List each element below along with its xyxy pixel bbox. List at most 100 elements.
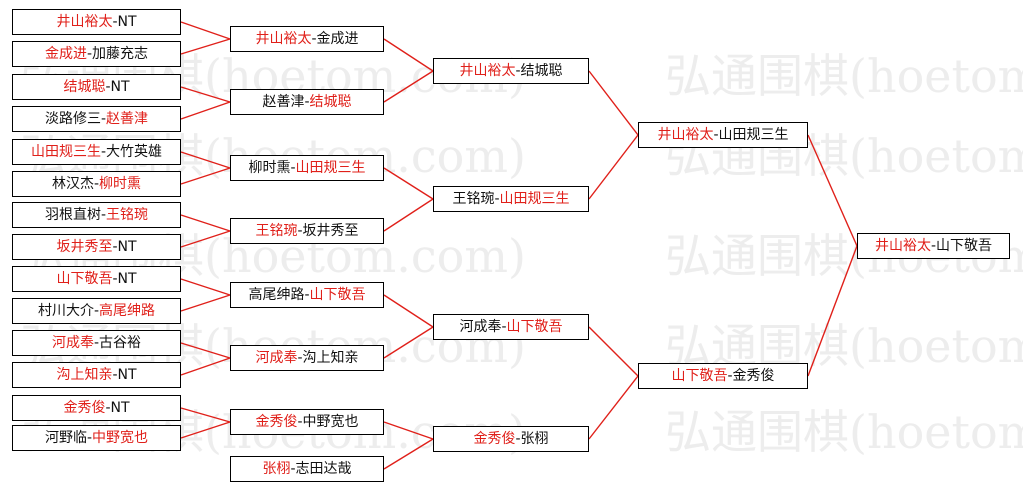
player-name: 坂井秀至 <box>56 239 113 255</box>
player-name: 结城聪 <box>520 63 563 79</box>
connector-line <box>180 167 231 185</box>
match-box: 坂井秀至-NT <box>12 234 181 260</box>
match-box: 金秀俊-张栩 <box>433 426 589 452</box>
connector-line <box>383 294 434 328</box>
match-box: 井山裕太-山田规三生 <box>638 122 808 148</box>
player-name: 大竹英雄 <box>106 144 163 160</box>
connector-line <box>180 421 231 439</box>
vs-separator: - <box>93 176 100 192</box>
match-box: 河成奉-沟上知亲 <box>230 345 384 371</box>
player-name: 山田规三生 <box>718 127 789 143</box>
player-name: 高尾绅路 <box>99 303 156 319</box>
player-name: 坂井秀至 <box>302 223 359 239</box>
vs-separator: - <box>297 350 303 366</box>
player-name: 加藤充志 <box>92 46 149 62</box>
player-name: 林汉杰 <box>51 176 94 192</box>
player-name: 山下敬吾 <box>671 368 728 384</box>
player-name: 河成奉 <box>51 335 94 351</box>
connector-line <box>588 70 639 136</box>
vs-separator: - <box>100 207 107 223</box>
vs-separator: - <box>290 160 296 176</box>
connector-line <box>383 421 434 440</box>
player-name: 高尾绅路 <box>248 287 305 303</box>
player-name: 羽根直树 <box>44 207 101 223</box>
match-box: 河成奉-山下敬吾 <box>433 314 589 340</box>
player-name: 王铭琬 <box>452 191 495 207</box>
vs-separator: - <box>86 46 93 62</box>
player-name: 金成进 <box>316 31 359 47</box>
vs-separator: - <box>727 368 733 384</box>
vs-separator: - <box>713 127 719 143</box>
match-box: 金秀俊-中野宽也 <box>230 409 384 435</box>
connector-line <box>180 151 231 169</box>
vs-separator: - <box>112 239 118 255</box>
player-name: 金秀俊 <box>255 414 298 430</box>
match-box: 淡路修三-赵善津 <box>12 106 181 132</box>
connector-line <box>383 70 434 103</box>
connector-line <box>180 86 231 103</box>
vs-separator: - <box>93 303 100 319</box>
match-box: 金秀俊-NT <box>12 395 181 421</box>
match-box: 结城聪-NT <box>12 74 181 100</box>
match-box: 山田规三生-大竹英雄 <box>12 139 181 165</box>
match-box: 井山裕太-金成进 <box>230 26 384 52</box>
match-box: 山下敬吾-金秀俊 <box>638 363 808 389</box>
connector-line <box>180 101 231 120</box>
player-name: 井山裕太 <box>459 63 516 79</box>
match-box: 河野临-中野宽也 <box>12 425 181 451</box>
connector-line <box>383 438 434 470</box>
player-name: 金秀俊 <box>473 431 516 447</box>
match-box: 王铭琬-山田规三生 <box>433 186 589 212</box>
player-name: 王铭琬 <box>255 223 298 239</box>
vs-separator: - <box>930 238 937 254</box>
match-box: 井山裕太-山下敬吾 <box>857 233 1010 259</box>
vs-separator: - <box>515 431 521 447</box>
match-box: 井山裕太-NT <box>12 9 181 35</box>
connector-line <box>180 294 231 312</box>
player-name: NT <box>110 400 130 416</box>
match-box: 河成奉-古谷裕 <box>12 330 181 356</box>
player-name: 井山裕太 <box>874 238 931 254</box>
vs-separator: - <box>105 79 111 95</box>
connector-line <box>180 357 231 376</box>
connector-line <box>807 134 858 247</box>
player-name: 张栩 <box>520 431 549 447</box>
match-box: 王铭琬-坂井秀至 <box>230 218 384 244</box>
connector-line <box>588 375 639 440</box>
player-name: 金成进 <box>44 46 87 62</box>
vs-separator: - <box>297 414 303 430</box>
player-name: 结城聪 <box>309 94 352 110</box>
player-name: NT <box>117 14 137 30</box>
player-name: 沟上知亲 <box>302 350 359 366</box>
match-box: 柳时熏-山田规三生 <box>230 155 384 181</box>
player-name: 山下敬吾 <box>506 319 563 335</box>
player-name: 山田规三生 <box>499 191 570 207</box>
connector-line <box>180 407 231 423</box>
connector-line <box>383 198 434 232</box>
vs-separator: - <box>304 287 310 303</box>
connector-line <box>588 134 639 200</box>
connector-line <box>180 342 231 359</box>
player-name: NT <box>117 271 137 287</box>
connector-line <box>807 245 858 377</box>
connector-line <box>383 167 434 200</box>
player-name: 河成奉 <box>459 319 502 335</box>
player-name: 王铭琬 <box>106 207 149 223</box>
player-name: 山下敬吾 <box>56 271 113 287</box>
match-box: 沟上知亲-NT <box>12 362 181 388</box>
vs-separator: - <box>304 94 310 110</box>
player-name: 结城聪 <box>63 79 106 95</box>
player-name: NT <box>117 367 137 383</box>
player-name: 古谷裕 <box>99 335 142 351</box>
match-box: 村川大介-高尾绅路 <box>12 298 181 324</box>
vs-separator: - <box>112 14 118 30</box>
vs-separator: - <box>290 461 296 477</box>
vs-separator: - <box>105 400 111 416</box>
vs-separator: - <box>311 31 317 47</box>
match-box: 林汉杰-柳时熏 <box>12 171 181 197</box>
connector-line <box>180 38 231 55</box>
player-name: 金秀俊 <box>63 400 106 416</box>
connector-line <box>383 38 434 72</box>
match-box: 金成进-加藤充志 <box>12 41 181 67</box>
